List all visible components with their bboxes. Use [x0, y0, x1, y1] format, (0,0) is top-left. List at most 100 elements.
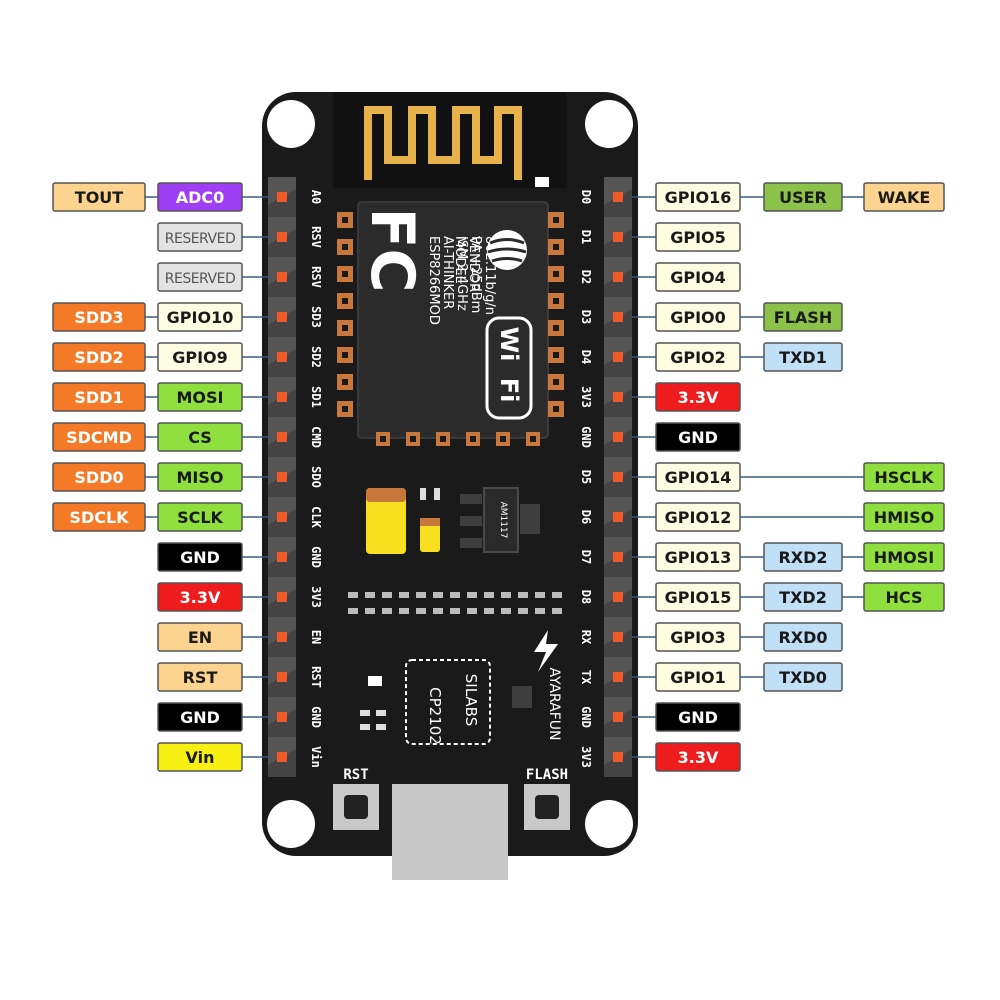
- module-pad-hole: [553, 352, 559, 358]
- pin-label: RST: [183, 668, 218, 687]
- module-pad-hole: [380, 436, 386, 442]
- pin-label: RXD0: [778, 628, 827, 647]
- pin-label-box: [763, 662, 843, 692]
- pin-silkscreen: D4: [579, 350, 593, 364]
- smd-part: [552, 592, 562, 598]
- capacitor-band: [366, 488, 406, 502]
- header-pin-shade: [604, 177, 632, 205]
- mounting-hole: [585, 800, 633, 848]
- header-pin: [277, 312, 287, 322]
- pin-label: GPIO4: [670, 268, 726, 287]
- smd-part: [467, 592, 477, 598]
- header-pin-shade: [604, 537, 632, 565]
- pin-silkscreen: D1: [579, 230, 593, 244]
- pin-silkscreen: Vin: [309, 746, 323, 768]
- pin-label: MOSI: [177, 388, 224, 407]
- header-pin-shade: [268, 577, 296, 605]
- header-pin-shade: [268, 457, 296, 485]
- smd-row-group: [348, 592, 562, 614]
- smd-part: [420, 488, 426, 500]
- rst-button-cap: [344, 795, 368, 819]
- pin-silkscreen: D8: [579, 590, 593, 604]
- header-pin-shade: [268, 537, 296, 565]
- header-pin-shade: [604, 617, 632, 645]
- smd-part: [360, 724, 370, 730]
- smd-part: [512, 686, 532, 708]
- smd-part: [376, 724, 386, 730]
- smd-part: [518, 608, 528, 614]
- lightning-icon: [534, 630, 558, 672]
- header-pin: [613, 552, 623, 562]
- header-pin-shade: [604, 377, 632, 405]
- pin-label-box: [157, 622, 243, 652]
- pin-label: SDD3: [74, 308, 123, 327]
- wifi-badge-bottom: Fi: [495, 378, 523, 403]
- header-pin-shade: [604, 737, 632, 765]
- header-pin: [277, 272, 287, 282]
- pin-label-box: [157, 702, 243, 732]
- header-pin-shade: [604, 697, 632, 725]
- module-pad-hole: [342, 379, 348, 385]
- pin-label: HSCLK: [874, 468, 934, 487]
- smd-part: [360, 710, 370, 716]
- pin-label: GPIO14: [665, 468, 732, 487]
- wifi-badge-top: Wi: [495, 327, 523, 362]
- header-pin-shade: [604, 217, 632, 245]
- pin-label-box: [157, 342, 243, 372]
- smd-part: [376, 710, 386, 716]
- pin-label: WAKE: [878, 188, 931, 207]
- pin-label: USER: [779, 188, 827, 207]
- pin-silkscreen: CLK: [309, 506, 323, 528]
- pin-label: RESERVED: [165, 231, 235, 247]
- pin-silkscreen: RST: [309, 666, 323, 688]
- header-pin: [277, 592, 287, 602]
- smd-part: [484, 592, 494, 598]
- pin-silkscreen: EN: [309, 630, 323, 644]
- module-pad-hole: [553, 325, 559, 331]
- flash-button-label: FLASH: [526, 767, 568, 783]
- module-pad-hole: [342, 325, 348, 331]
- pin-label-box: [863, 542, 945, 572]
- pin-label: GPIO12: [665, 508, 732, 527]
- module-pad-hole: [553, 217, 559, 223]
- pin-label: ADC0: [176, 188, 225, 207]
- header-pin: [613, 392, 623, 402]
- pin-label-box: [655, 382, 741, 412]
- module-pad-hole: [553, 271, 559, 277]
- smd-part: [365, 608, 375, 614]
- header-pin-shade: [268, 177, 296, 205]
- pin-label-box: [863, 582, 945, 612]
- smd-part: [535, 592, 545, 598]
- pin-label-box: [655, 422, 741, 452]
- pin-label-box: [863, 462, 945, 492]
- smd-part: [348, 608, 358, 614]
- header-pin: [613, 672, 623, 682]
- pin-label: RESERVED: [165, 271, 235, 287]
- regulator-label: AM1117: [498, 502, 508, 539]
- usb-connector: [392, 784, 508, 880]
- header-pin-shade: [268, 217, 296, 245]
- module-pad-hole: [470, 436, 476, 442]
- header-pin-shade: [604, 257, 632, 285]
- pin-label-box: [157, 422, 243, 452]
- regulator-tab: [460, 494, 482, 504]
- pin-label: SDCLK: [69, 508, 129, 527]
- header-pin-shade: [604, 497, 632, 525]
- antenna-trace: [364, 106, 522, 180]
- pin-label: GND: [180, 708, 220, 727]
- module-pad-hole: [553, 379, 559, 385]
- module-pad-hole: [553, 244, 559, 250]
- regulator-tab: [460, 538, 482, 548]
- pin-label: GPIO15: [665, 588, 732, 607]
- pin-label: SDD2: [74, 348, 123, 367]
- flash-button-cap: [535, 795, 559, 819]
- smd-part: [518, 592, 528, 598]
- pin-label: HMISO: [874, 508, 934, 527]
- smd-part: [365, 592, 375, 598]
- header-pin: [613, 752, 623, 762]
- pin-label: Vin: [186, 748, 215, 767]
- wifi-badge: [485, 316, 533, 420]
- header-pin-shade: [268, 297, 296, 325]
- pin-label-box: [157, 662, 243, 692]
- header-pin: [613, 512, 623, 522]
